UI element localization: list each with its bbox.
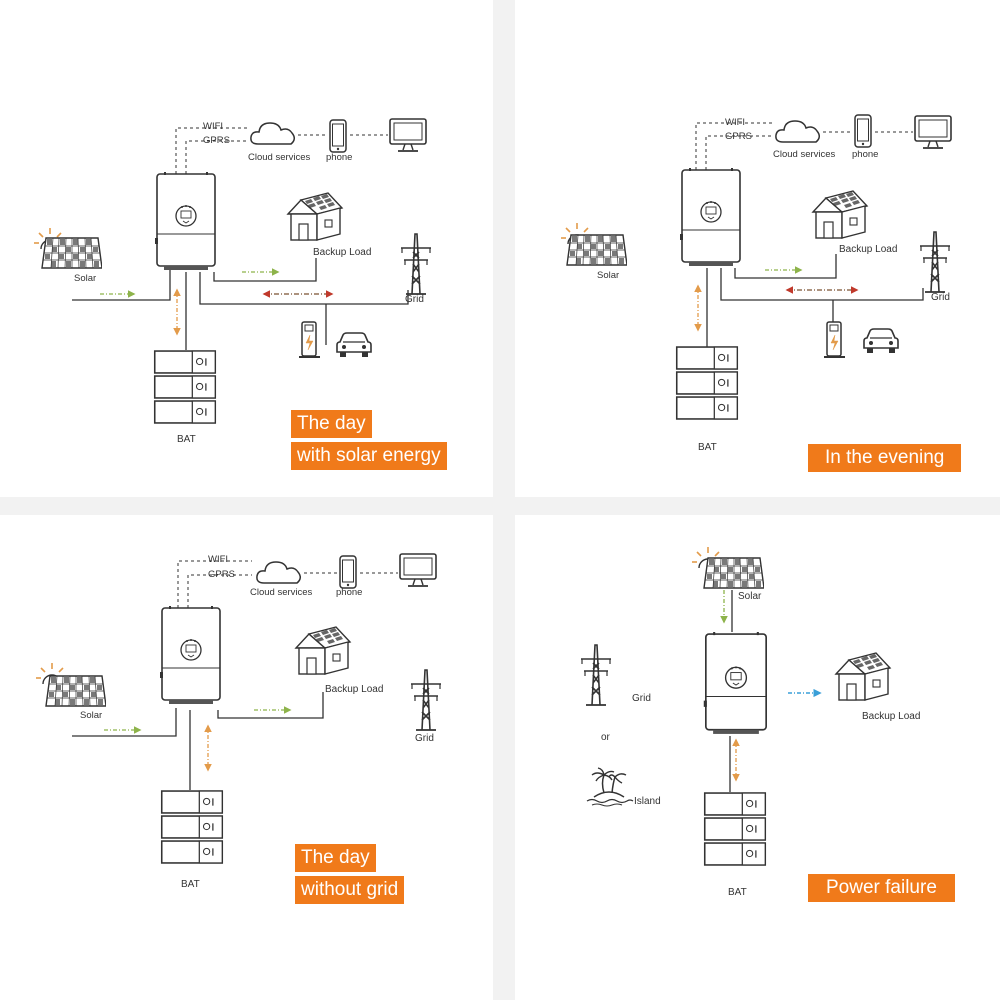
gprs-label: GPRS <box>725 131 752 142</box>
solar-panel-icon <box>45 675 106 707</box>
inverter-icon <box>702 632 768 736</box>
inverter-icon <box>680 168 741 267</box>
battery-icon <box>153 400 217 424</box>
wifi-label: WIFI <box>725 117 746 128</box>
solar-panel-icon <box>41 237 102 269</box>
solar-label: Solar <box>74 273 97 284</box>
backup-load-label: Backup Load <box>839 244 898 255</box>
solar-label: Solar <box>80 710 103 721</box>
panel-day-no-grid: WIFI GPRS Cloud services phone Solar Bac… <box>0 440 500 940</box>
battery-icon <box>675 346 739 370</box>
battery-icon <box>703 792 767 816</box>
backup-wire <box>734 254 837 279</box>
grid-label: Grid <box>415 733 434 744</box>
wifi-label: WIFI <box>208 554 229 565</box>
pylon-icon <box>400 233 432 295</box>
grid-wire <box>199 272 409 305</box>
panel-2-diagram <box>561 114 952 420</box>
inverter-icon <box>160 606 221 705</box>
backup-wire <box>217 692 324 719</box>
gprs-label: GPRS <box>208 569 235 580</box>
battery-icon <box>675 371 739 395</box>
gprs-line <box>185 140 248 174</box>
phone-label: phone <box>336 587 363 598</box>
wifi-line <box>177 560 252 608</box>
backup-load-label: Backup Load <box>862 711 921 722</box>
house-icon <box>835 652 891 701</box>
car-icon <box>336 332 372 358</box>
inverter-icon <box>155 172 216 271</box>
island-label: Island <box>634 796 661 807</box>
solar-panel-icon <box>566 234 627 266</box>
pylon-icon <box>579 643 613 707</box>
grid-label: Grid <box>405 294 424 305</box>
grid-wire <box>720 268 924 301</box>
backup-wire <box>213 258 317 282</box>
mode-badge-line-1: The day <box>291 410 372 438</box>
cloud-icon <box>250 122 296 145</box>
grid-label: Grid <box>632 693 651 704</box>
battery-icon <box>703 817 767 841</box>
cloud-services-label: Cloud services <box>250 587 313 598</box>
mode-badge-line-2: with solar energy <box>291 442 447 470</box>
monitor-icon <box>389 118 427 152</box>
bat-label: BAT <box>181 879 200 890</box>
cloud-services-label: Cloud services <box>248 152 311 163</box>
wifi-line <box>695 122 773 170</box>
gprs-line <box>187 574 252 608</box>
phone-icon <box>339 555 357 589</box>
house-icon <box>295 626 351 675</box>
cloud-services-label: Cloud services <box>773 149 836 160</box>
monitor-icon <box>399 553 437 587</box>
car-icon <box>863 328 899 354</box>
backup-load-label: Backup Load <box>325 684 384 695</box>
solar-panel-icon <box>703 557 764 589</box>
grid-label: Grid <box>931 292 950 303</box>
ev-charger-icon <box>298 321 321 358</box>
mode-badge-line-2: without grid <box>295 876 405 904</box>
gprs-line <box>705 135 773 170</box>
solar-wire <box>72 270 171 301</box>
battery-icon <box>160 840 224 864</box>
bat-label: BAT <box>177 434 196 445</box>
pylon-icon <box>410 669 442 731</box>
battery-icon <box>153 375 217 399</box>
bat-label: BAT <box>698 442 717 453</box>
battery-icon <box>160 790 224 814</box>
panel-4-diagram <box>579 546 891 866</box>
backup-load-label: Backup Load <box>313 247 372 258</box>
ev-charger-icon <box>823 321 846 358</box>
house-icon <box>287 192 343 241</box>
phone-icon <box>329 119 347 153</box>
battery-icon <box>153 350 217 374</box>
monitor-icon <box>914 115 952 149</box>
gprs-label: GPRS <box>203 135 230 146</box>
panel-power-failure: Solar Grid or Island Backup Load BAT Pow… <box>510 440 1000 940</box>
mode-badge: Power failure <box>808 874 955 902</box>
island-icon <box>586 767 634 807</box>
battery-icon <box>703 842 767 866</box>
panel-evening: WIFI GPRS Cloud services phone Solar Bac… <box>525 0 1000 500</box>
cloud-icon <box>775 120 821 143</box>
solar-label: Solar <box>738 591 762 602</box>
phone-label: phone <box>852 149 879 160</box>
panel-3-diagram <box>36 553 442 864</box>
cloud-icon <box>256 561 302 584</box>
phone-icon <box>854 114 872 148</box>
mode-badge: In the evening <box>808 444 962 472</box>
panel-1-diagram <box>34 118 432 424</box>
battery-icon <box>160 815 224 839</box>
phone-label: phone <box>326 152 353 163</box>
bat-label: BAT <box>728 887 747 898</box>
solar-wire <box>72 708 177 737</box>
battery-icon <box>675 396 739 420</box>
wifi-label: WIFI <box>203 121 224 132</box>
or-label: or <box>601 732 610 743</box>
house-icon <box>812 190 868 239</box>
panel-day-solar: WIFI GPRS Cloud services phone Solar Bac… <box>0 0 500 500</box>
divider-vertical <box>493 0 515 1000</box>
solar-label: Solar <box>597 270 620 281</box>
pylon-icon <box>919 231 951 293</box>
mode-badge-line-1: The day <box>295 844 376 872</box>
